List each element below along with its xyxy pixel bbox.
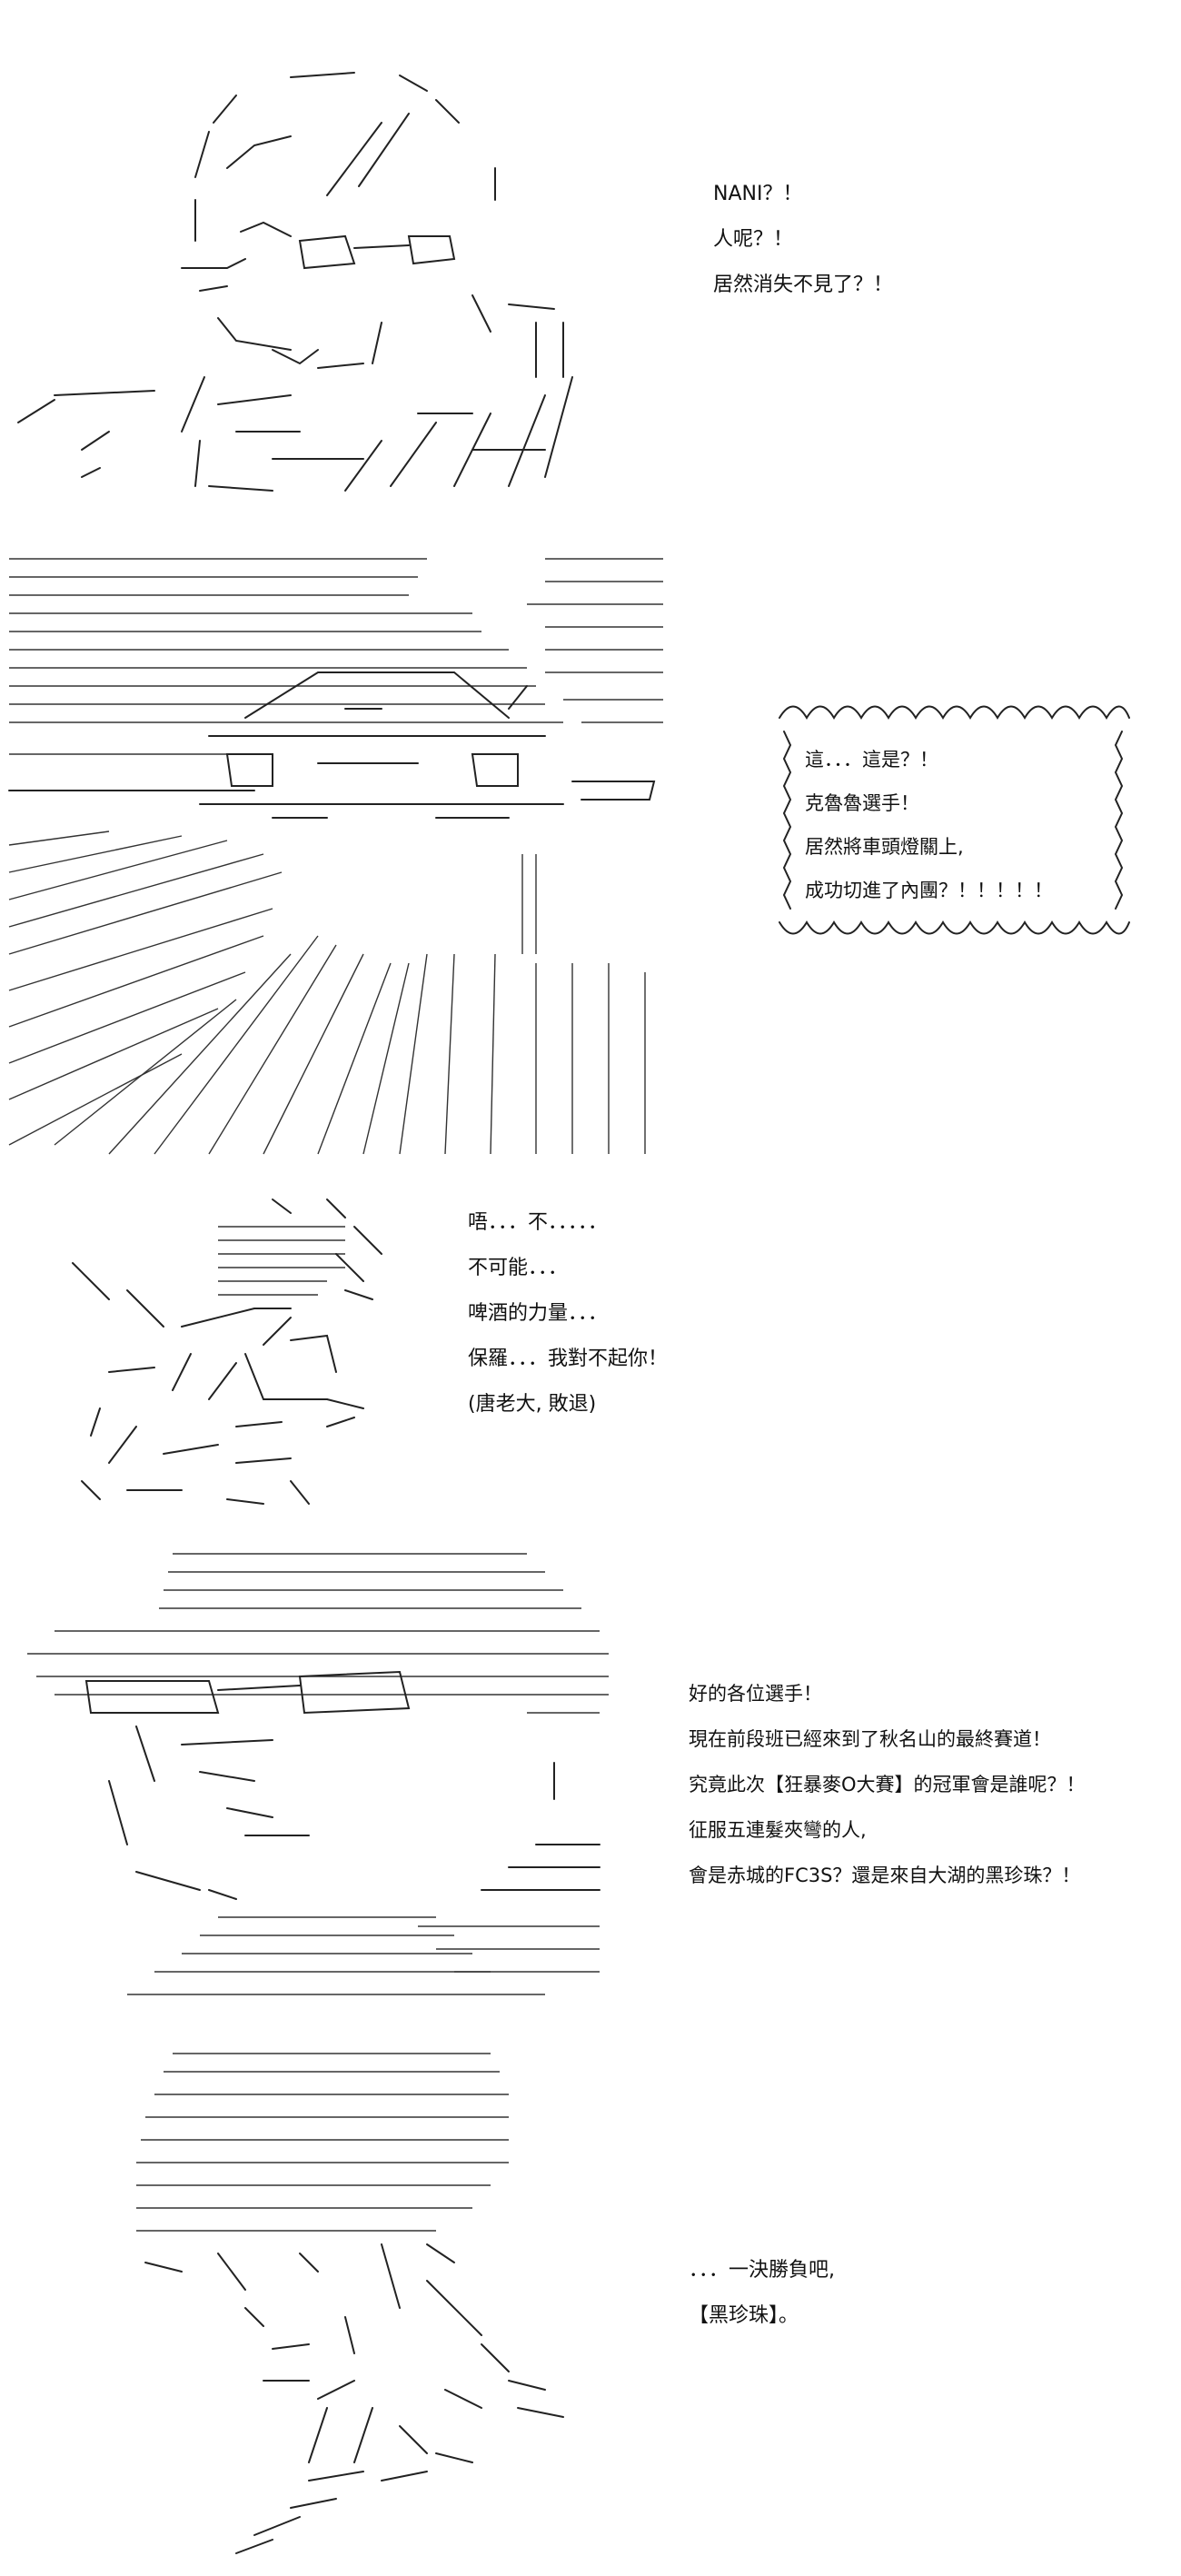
dialogue-line: 成功切進了內團？！！！！！ [805,880,1053,901]
bubble-dialogue: 這．．．這是？！ 克魯魯選手！ 居然將車頭燈關上, 成功切進了內團？！！！！！ [805,747,1053,903]
announcer-sunglasses-ascii-art [0,1545,636,2017]
dialogue-line: 居然將車頭燈關上, [805,836,964,858]
dialogue-line: 克魯魯選手！ [805,792,919,814]
defeated-man-ascii-art [55,1190,436,1517]
dialogue-line: NANI？！ [713,183,803,205]
dialogue-line: 會是赤城的FC3S？還是來自大湖的黑珍珠？！ [689,1865,1081,1886]
dialogue-line: 好的各位選手！ [689,1683,822,1705]
determined-rival-ascii-art [127,2044,636,2562]
car-crash-ascii-art [0,527,672,1163]
face-glasses-ascii-art [0,50,590,495]
panel-4: 好的各位選手！ 現在前段班已經來到了秋名山的最終賽道！ 究竟此次【狂暴麥O大賽】… [0,1527,1181,2035]
dialogue-line: 這．．．這是？！ [805,749,938,771]
dialogue-line: ．．．一決勝負吧, [689,2259,835,2282]
panel-4-dialogue: 好的各位選手！ 現在前段班已經來到了秋名山的最終賽道！ 究竟此次【狂暴麥O大賽】… [689,1681,1086,1888]
dialogue-line: 不可能．．． [468,1257,569,1279]
panel-2: 這．．．這是？！ 克魯魯選手！ 居然將車頭燈關上, 成功切進了內團？！！！！！ [0,509,1181,1163]
panel-3: 唔．．．不．．．．． 不可能．．． 啤酒的力量．．． 保羅．．．我對不起你！ (… [0,1163,1181,1527]
dialogue-line: 保羅．．．我對不起你！ [468,1348,669,1370]
dialogue-line: 【黑珍珠】。 [689,2304,799,2327]
dialogue-line: 現在前段班已經來到了秋名山的最終賽道！ [689,1728,1051,1750]
panel-1: NANI？！ 人呢？！ 居然消失不見了？！ [0,0,1181,509]
dialogue-line: 居然消失不見了？！ [713,274,894,296]
panel-1-dialogue: NANI？！ 人呢？！ 居然消失不見了？！ [713,182,893,298]
panel-3-dialogue: 唔．．．不．．．．． 不可能．．． 啤酒的力量．．． 保羅．．．我對不起你！ (… [468,1210,668,1417]
panel-5-dialogue: ．．．一決勝負吧, 【黑珍珠】。 [689,2258,835,2329]
dialogue-line: (唐老大, 敗退) [468,1393,597,1416]
dialogue-line: 征服五連髮夾彎的人, [689,1819,867,1841]
dialogue-line: 啤酒的力量．．． [468,1302,609,1325]
shout-speech-bubble: 這．．．這是？！ 克魯魯選手！ 居然將車頭燈關上, 成功切進了內團？！！！！！ [770,691,1136,949]
dialogue-line: 究竟此次【狂暴麥O大賽】的冠軍會是誰呢？！ [689,1774,1086,1795]
panel-5: ．．．一決勝負吧, 【黑珍珠】。 [0,2035,1181,2576]
dialogue-line: 唔．．．不．．．．． [468,1211,609,1234]
dialogue-line: 人呢？！ [713,228,794,251]
